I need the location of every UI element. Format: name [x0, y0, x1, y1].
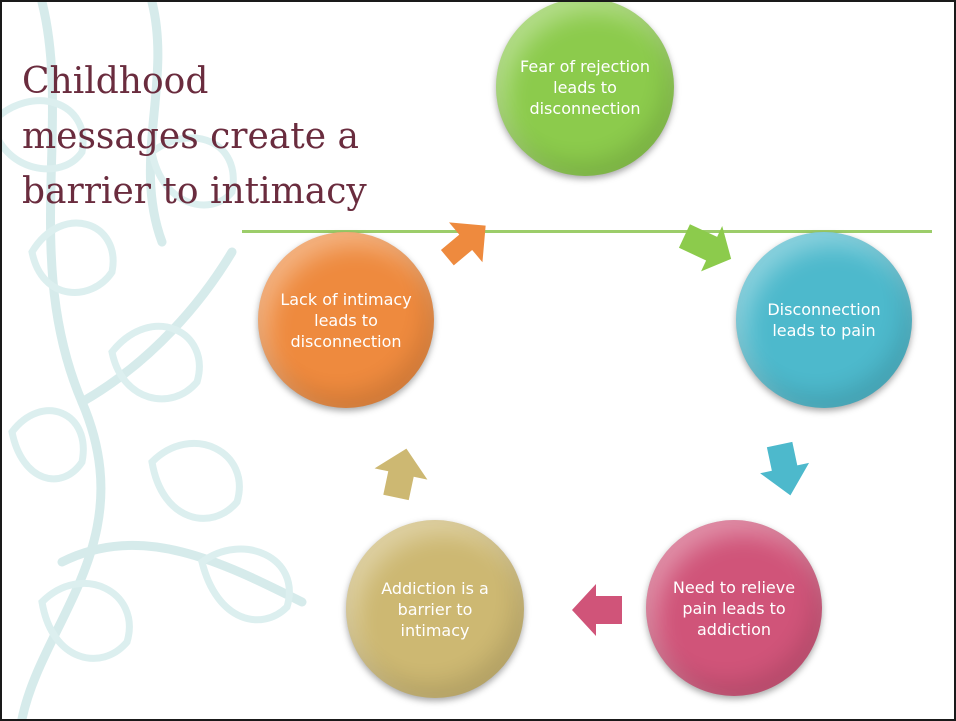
slide-title: Childhood messages create a barrier to i… [22, 61, 367, 212]
node-label: Need to relieve pain leads to addiction [672, 577, 796, 639]
cycle-node-disconnection: Disconnection leads to pain [736, 232, 912, 408]
node-label: Disconnection leads to pain [767, 300, 881, 340]
cycle-node-addiction: Addiction is a barrier to intimacy [346, 520, 524, 698]
cycle-node-fear-of-rejection: Fear of rejection leads to disconnection [496, 2, 674, 176]
node-label: Addiction is a barrier to intimacy [381, 578, 489, 640]
vine-decoration-icon [2, 2, 307, 719]
arrow-down-icon [760, 441, 810, 496]
arrow-right-down-icon [678, 224, 732, 272]
arrow-left-icon [572, 584, 622, 636]
node-label: Lack of intimacy leads to disconnection [280, 289, 412, 351]
cycle-node-need-to-relieve-pain: Need to relieve pain leads to addiction [646, 520, 822, 696]
cycle-node-lack-of-intimacy: Lack of intimacy leads to disconnection [258, 232, 434, 408]
accent-divider-line [242, 230, 932, 233]
arrow-up-icon [374, 448, 428, 501]
arrow-up-right-icon [440, 222, 486, 266]
node-label: Fear of rejection leads to disconnection [520, 56, 650, 118]
